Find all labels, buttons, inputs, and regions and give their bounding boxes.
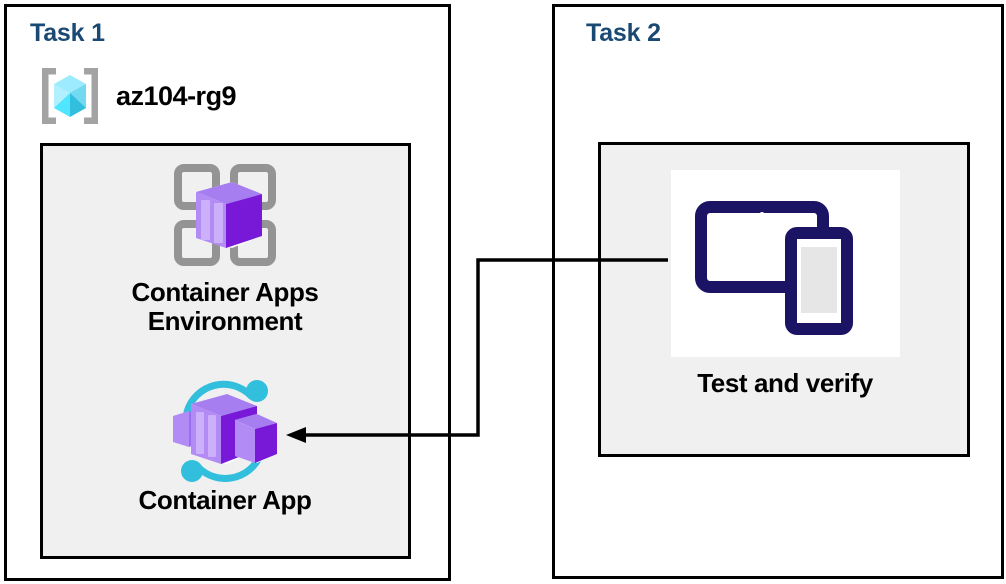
node-label-container-app: Container App xyxy=(138,485,312,515)
node-label-container-apps-environment: Container Apps Environment xyxy=(131,277,319,337)
node-container-apps-environment: Container Apps Environment xyxy=(75,156,375,336)
devices-test-icon xyxy=(695,189,875,339)
task-2-title: Task 2 xyxy=(586,19,661,47)
resource-group-icon xyxy=(36,62,104,130)
resource-group-header: az104-rg9 xyxy=(36,62,237,130)
devices-test-icon-frame xyxy=(670,170,900,357)
resource-group-label: az104-rg9 xyxy=(116,80,237,111)
container-app-icon xyxy=(165,378,285,482)
node-container-app: Container App xyxy=(75,378,375,515)
task-1-title: Task 1 xyxy=(30,19,105,47)
node-test-and-verify: Test and verify xyxy=(640,170,930,398)
node-label-test-and-verify: Test and verify xyxy=(697,368,873,398)
container-apps-environment-icon xyxy=(166,156,284,274)
